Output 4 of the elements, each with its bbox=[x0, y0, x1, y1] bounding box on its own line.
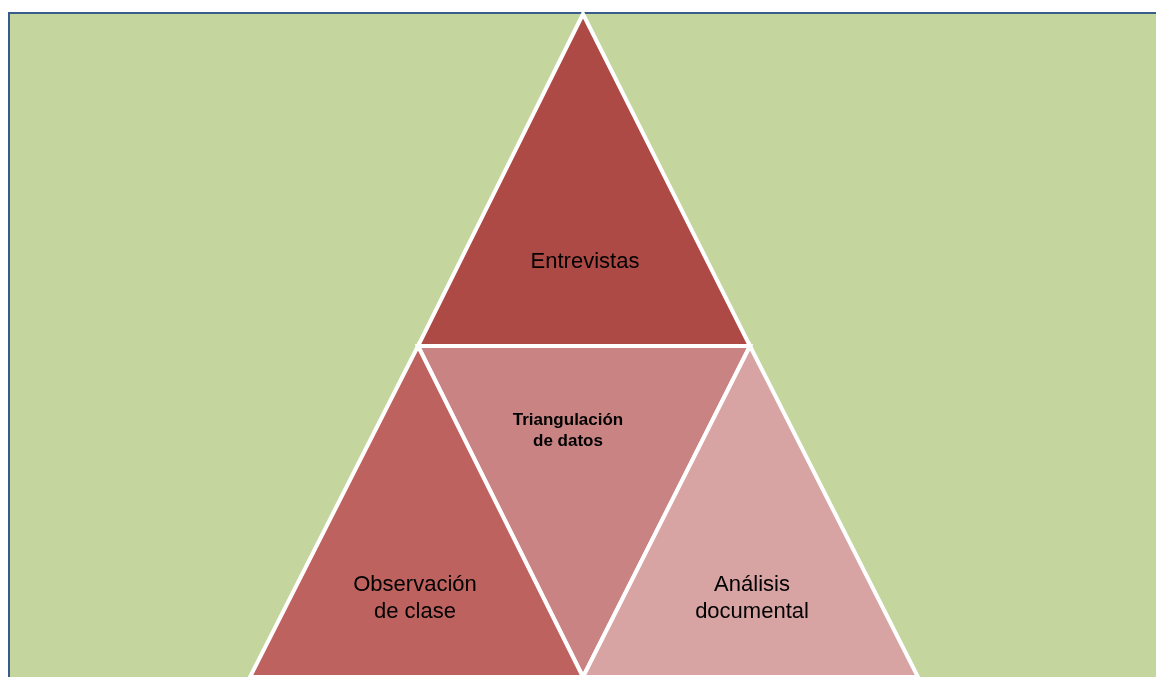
segment-label: Triangulación de datos bbox=[511, 408, 625, 452]
segment-label: Observación de clase bbox=[352, 569, 478, 625]
segment-label: Análisis documental bbox=[694, 569, 810, 625]
segment-label: Entrevistas bbox=[529, 247, 641, 275]
